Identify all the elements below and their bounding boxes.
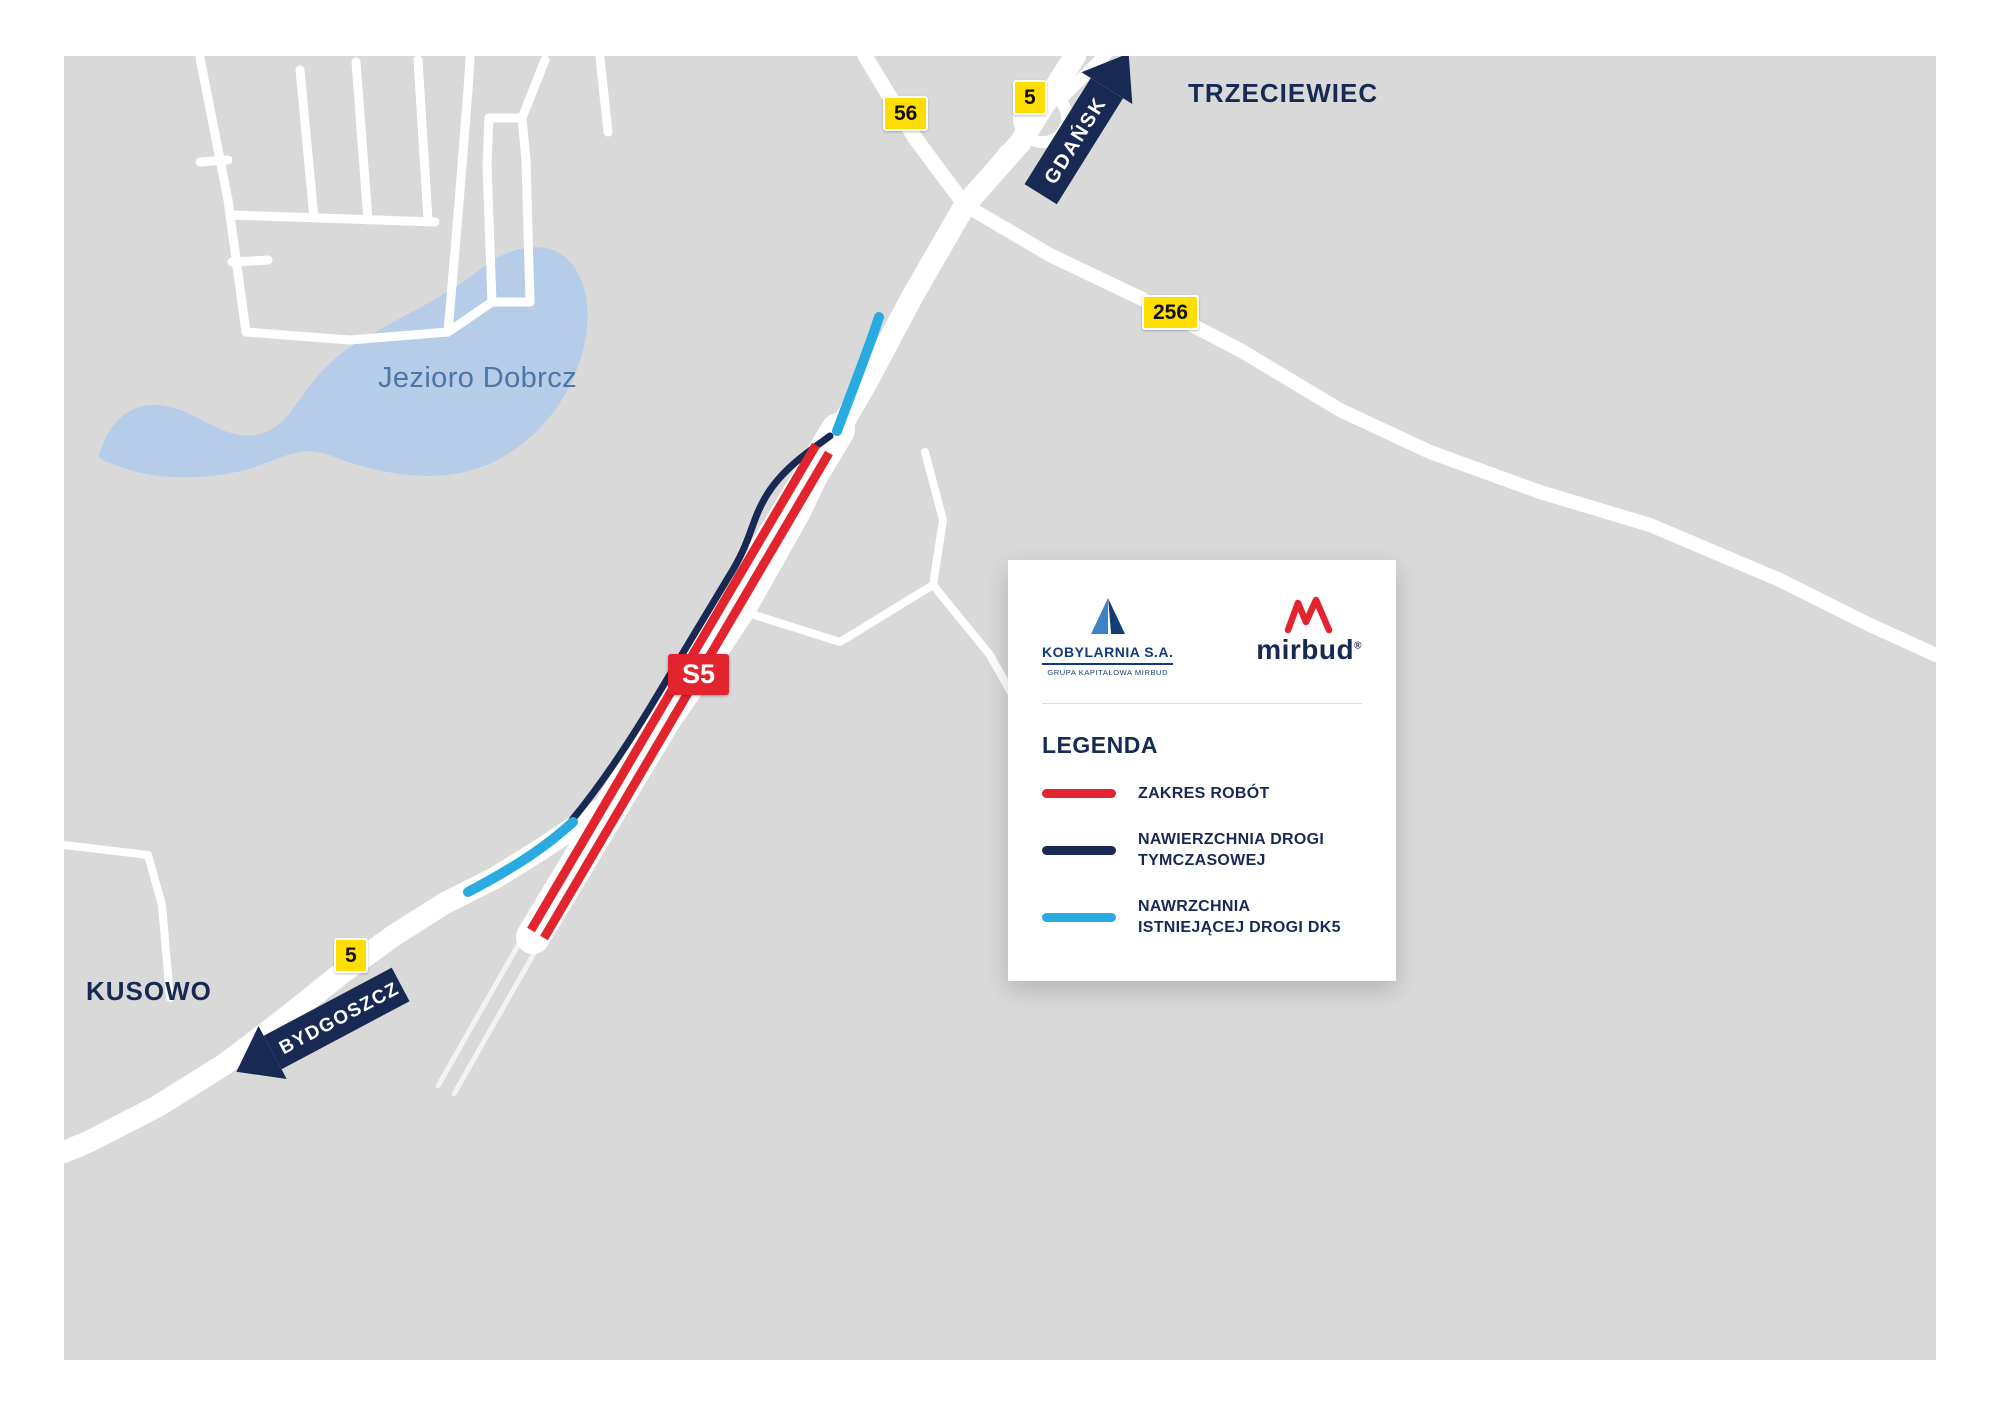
legend-item-existing-dk5: NAWRZCHNIA ISTNIEJĄCEJ DROGI DK5 [1042,896,1362,939]
road-dk5 [64,56,1086,1163]
road-badge-5-north: 5 [1013,80,1047,115]
minor-roads [64,448,1022,1002]
kobylarnia-logo: KOBYLARNIA S.A. GRUPA KAPITAŁOWA MIRBUD [1042,596,1174,677]
legend-item-label: NAWRZCHNIA ISTNIEJĄCEJ DROGI DK5 [1138,897,1341,937]
legend-item-label: NAWIERZCHNIA DROGI TYMCZASOWEJ [1138,830,1325,870]
legend-swatch-existing-dk5 [1042,912,1116,922]
map-graphics: GDAŃSK BYDGOSZCZ [64,56,1936,1163]
legend-item-temporary-road: NAWIERZCHNIA DROGI TYMCZASOWEJ [1042,829,1362,872]
logos-row: KOBYLARNIA S.A. GRUPA KAPITAŁOWA MIRBUD … [1042,596,1362,677]
legend-card: KOBYLARNIA S.A. GRUPA KAPITAŁOWA MIRBUD … [1008,560,1396,981]
s5-badge: S5 [668,654,730,695]
mirbud-registered-mark: ® [1354,640,1362,652]
road-56 [857,56,973,213]
existing-dk5-surface-north [832,312,884,436]
s5-continuation [435,930,544,1097]
mirbud-logo-icon [1284,596,1333,634]
lake-label: Jezioro Dobrcz [378,362,577,394]
legend-item-label: ZAKRES ROBÓT [1138,785,1270,802]
legend-divider [1042,703,1362,704]
kobylarnia-logo-name: KOBYLARNIA S.A. [1042,644,1174,665]
lake-shape [98,247,588,478]
road-badge-256: 256 [1142,295,1200,330]
map-canvas: GDAŃSK BYDGOSZCZ [64,56,1936,1360]
existing-dk5-surface-south [463,817,578,897]
mirbud-logo-name: mirbud® [1256,636,1362,664]
gdansk-arrow: GDAŃSK [1024,56,1133,205]
legend-swatch-work-zone [1042,789,1116,799]
road-badge-5-south: 5 [334,938,368,973]
mirbud-logo-text: mirbud [1256,634,1355,665]
village-roads [195,56,613,345]
legend-swatch-temporary-road [1042,845,1116,855]
kusowo-label: KUSOWO [86,976,212,1006]
road-256 [963,201,1936,662]
work-zone-line-right [540,450,833,941]
legend-item-work-zone: ZAKRES ROBÓT [1042,783,1362,805]
legend-title: LEGENDA [1042,732,1158,758]
legend-items: ZAKRES ROBÓT NAWIERZCHNIA DROGI TYMCZASO… [1042,783,1362,939]
road-badge-56: 56 [883,96,929,131]
kobylarnia-logo-icon [1090,598,1125,634]
trzeciewiec-label: TRZECIEWIEC [1188,78,1379,108]
temporary-road-line [568,432,834,824]
mirbud-logo: mirbud® [1256,596,1362,664]
kobylarnia-logo-subtitle: GRUPA KAPITAŁOWA MIRBUD [1047,668,1169,677]
